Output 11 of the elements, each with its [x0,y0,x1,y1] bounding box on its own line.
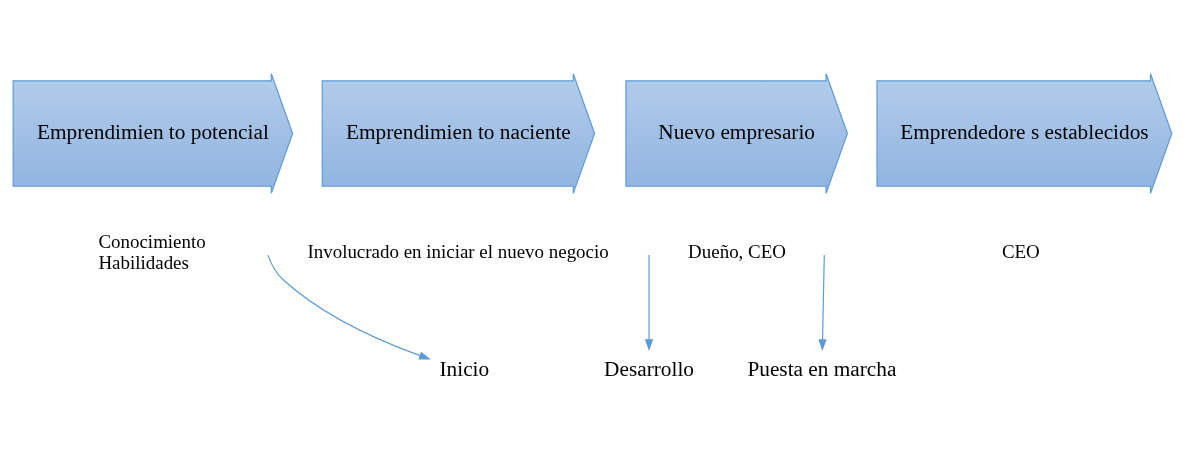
arrow [267,254,431,359]
node-label: Conocimiento [98,230,206,252]
arrow [644,253,654,351]
arrow [818,253,827,351]
node-label: Involucrado en iniciar el nuevo negocio [307,240,609,262]
node-text: Desarrollo [604,356,694,381]
node-label: Habilidades [98,251,189,273]
node-text: Inicio [439,356,490,381]
node-label: CEO [1001,240,1040,262]
node-text: Puesta en marcha [747,356,897,381]
node-label: Dueño, CEO [688,240,786,262]
